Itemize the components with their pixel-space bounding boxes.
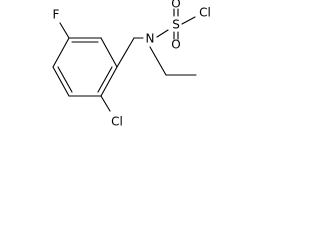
ring-double-bond-inner-2 [97,66,113,93]
ring-bond-3 [100,66,118,97]
fluorine-bond [59,22,70,39]
sulfur-atom-label: S [172,18,180,32]
benzyl-ch2-bond [116,37,135,68]
nitrogen-sulfur-bond [156,29,169,38]
nitrogen-atom-label: N [146,32,155,46]
bonds [52,8,197,112]
atom-labels: F Cl N S O O Cl [53,0,211,129]
ring-bond-5 [52,66,70,97]
oxygen-bottom-atom-label: O [171,38,180,52]
chlorine-ring-atom-label: Cl [111,115,123,129]
chlorine-ring-bond [100,95,111,112]
ring-bond-2 [100,37,118,68]
ring-bond-6 [52,37,70,68]
oxygen-top-atom-label: O [171,0,180,11]
sulfur-chlorine-bond [181,16,196,25]
nitrogen-ethyl-bond [149,46,167,76]
ring-double-bond-inner-3 [57,66,73,93]
chlorine-sulfonyl-atom-label: Cl [199,6,211,20]
chemical-structure: F Cl N S O O Cl [52,0,211,129]
fluorine-atom-label: F [53,8,60,22]
